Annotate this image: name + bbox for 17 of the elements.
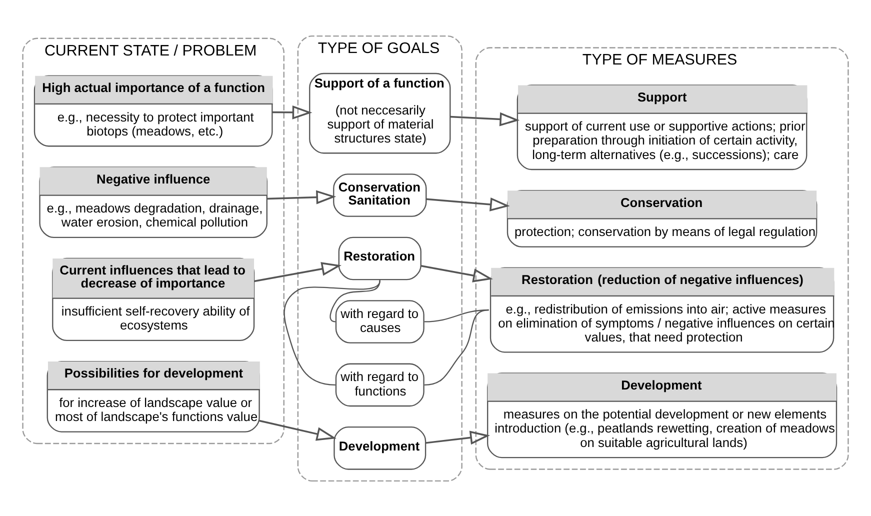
node-box: Restoration: [338, 236, 422, 280]
connector: [424, 308, 489, 386]
arrow: [254, 262, 342, 282]
connector: [284, 280, 380, 386]
arrow: [420, 264, 493, 282]
arrow: [426, 196, 510, 211]
connector: [330, 279, 380, 322]
arrow: [450, 112, 520, 126]
arrow: [426, 430, 490, 444]
node-box: Conservation Sanitation: [333, 173, 427, 216]
node-box: with regard to functions: [335, 362, 424, 406]
node-box: Development: [334, 426, 426, 470]
arrow: [272, 104, 312, 119]
node-box: Support of a function (not neccesarily support of material structures state): [309, 72, 451, 154]
arrow: [266, 190, 336, 204]
node-box: with regard to causes: [335, 300, 424, 343]
arrow: [259, 419, 336, 440]
